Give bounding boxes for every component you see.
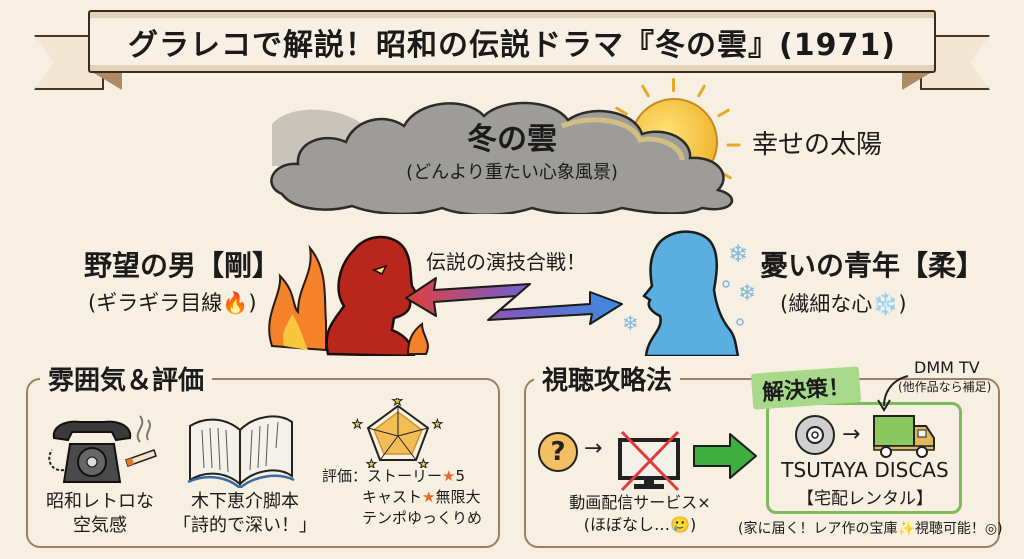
- page-title: グラレコで解説！昭和の伝説ドラマ『冬の雲』(1971): [128, 27, 896, 63]
- retro-label: 昭和レトロな 空気感: [46, 491, 154, 536]
- radar-chart-icon: ★ ★ ★ ★ ★: [352, 394, 444, 472]
- dmm-tv-label: DMM TV: [914, 358, 980, 377]
- rotary-phone-icon: [40, 410, 160, 490]
- home-delivery-label: 【宅配レンタル】: [797, 489, 933, 509]
- atmosphere-section-title: 雰囲気＆評価: [40, 360, 213, 397]
- svg-text:❄: ❄: [738, 281, 756, 306]
- star-icon: ★: [442, 467, 456, 485]
- svg-text:★: ★: [352, 417, 363, 431]
- fire-man-silhouette-icon: [262, 226, 432, 358]
- rating-row-tempo: テンポゆっくりめ: [362, 509, 483, 527]
- double-arrow-icon: [404, 270, 624, 334]
- tv-crossed-icon: [616, 430, 682, 492]
- right-arrow-icon: →: [584, 436, 603, 461]
- right-arrow-icon: →: [842, 422, 861, 447]
- winter-cloud: 冬の雲 (どんより重たい心象風景): [262, 96, 762, 216]
- svg-text:★: ★: [432, 417, 443, 431]
- svg-text:★: ★: [392, 398, 403, 408]
- cloud-title: 冬の雲: [467, 122, 557, 157]
- green-arrow-icon: [692, 432, 758, 480]
- atmosphere-frame: [26, 378, 500, 548]
- sun-label: 幸せの太陽: [752, 130, 883, 160]
- battle-label: 伝説の演技合戦！: [426, 250, 586, 274]
- rating-block: 評価：ストーリー★5 キャスト★無限大 テンポゆっくりめ: [322, 466, 482, 529]
- svg-text:❄: ❄: [622, 311, 639, 335]
- atmosphere-title-text: 雰囲気＆評価: [48, 366, 205, 396]
- ice-youth-silhouette-icon: ❄ ❄ ❄: [620, 226, 790, 358]
- streaming-unavailable-label: 動画配信サービス× (ほぼなし…🥲): [569, 493, 711, 534]
- script-label: 木下恵介脚本 「詩的で深い！」: [173, 491, 317, 536]
- delivery-truck-icon: [872, 412, 936, 458]
- solution-footnote: (家に届く！レア作の宝庫✨視聴可能！◎): [738, 521, 1003, 537]
- cloud-subtitle: (どんより重たい心象風景): [406, 162, 618, 183]
- viewing-title-text: 視聴攻略法: [542, 366, 673, 396]
- man-subtitle: (ギラギラ目線🔥): [88, 291, 257, 315]
- solution-box: [766, 402, 962, 514]
- youth-subtitle: (繊細な心❄️): [780, 292, 907, 316]
- svg-text:★: ★: [418, 457, 429, 468]
- svg-text:❄: ❄: [728, 240, 748, 268]
- dvd-disc-icon: [794, 414, 836, 456]
- svg-text:★: ★: [366, 457, 377, 468]
- rating-row-story: 評価：ストーリー★5: [322, 467, 466, 485]
- title-banner: グラレコで解説！昭和の伝説ドラマ『冬の雲』(1971): [88, 10, 936, 73]
- tsutaya-discas-label: TSUTAYA DISCAS: [781, 458, 949, 482]
- curved-arrow-icon: [870, 372, 910, 412]
- viewing-section-title: 視聴攻略法: [534, 360, 681, 397]
- sparkle-icon: ✨: [897, 521, 915, 537]
- open-book-icon: [186, 408, 296, 490]
- cloud-icon: [270, 101, 733, 216]
- star-icon: ★: [422, 488, 436, 506]
- rating-row-cast: キャスト★無限大: [362, 488, 481, 506]
- youth-name: 憂いの青年【柔】: [760, 249, 985, 282]
- dmm-tv-sub: (他作品なら補足): [898, 380, 992, 394]
- question-mark-icon: ?: [538, 432, 578, 472]
- solution-tag: 解決策！: [750, 366, 862, 410]
- man-name: 野望の男【剛】: [84, 249, 281, 282]
